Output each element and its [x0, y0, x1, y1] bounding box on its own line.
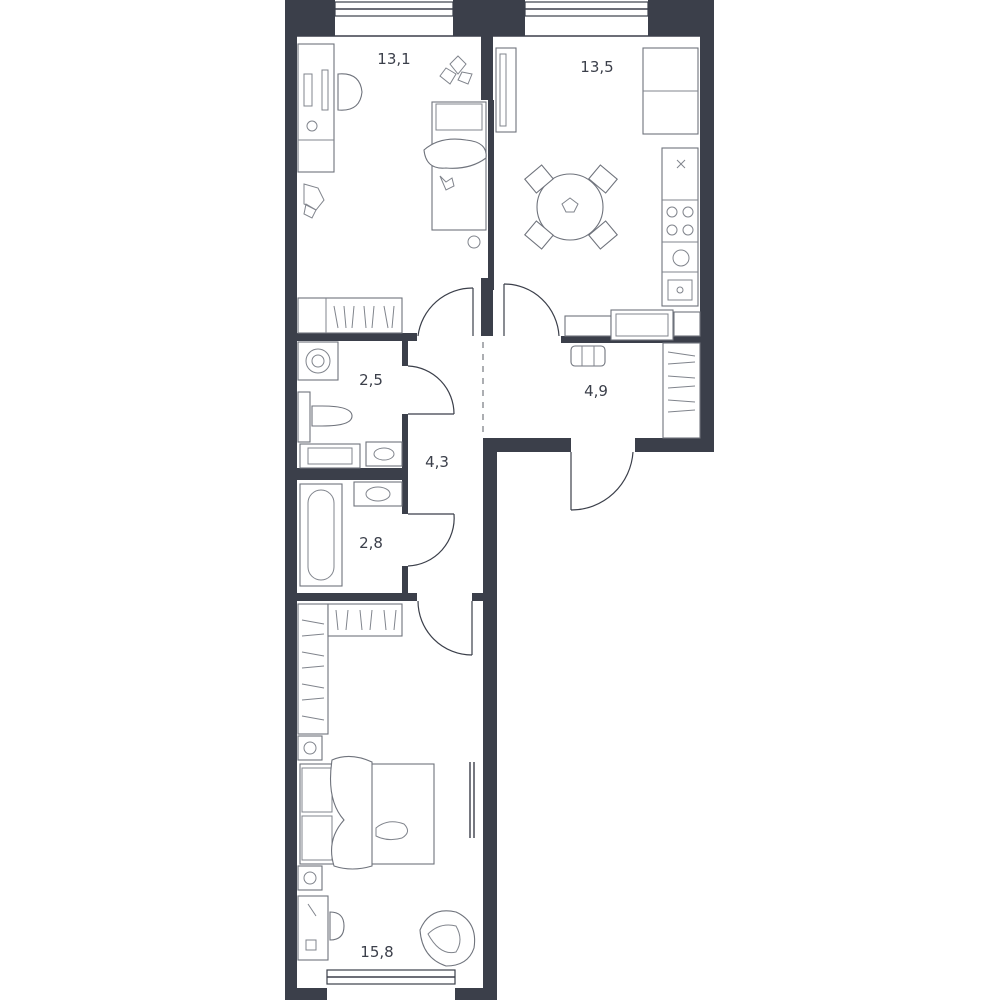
- bathroom-furniture: [299, 481, 403, 587]
- cooktop-icon: [666, 206, 694, 236]
- doors: [407, 283, 634, 656]
- room-area-bedroom-2: 15,8: [360, 943, 393, 961]
- dining-chairs: [524, 164, 618, 250]
- plant-icon: [439, 55, 473, 85]
- wc-furniture: [297, 341, 403, 469]
- entry-furniture: [570, 342, 701, 439]
- wardrobe-hangers: [301, 609, 397, 721]
- room-area-entry: 4,9: [584, 382, 608, 400]
- bedroom-1-furniture: [297, 43, 487, 334]
- entry-hangers: [667, 351, 696, 413]
- room-area-bedroom-1: 13,1: [377, 50, 410, 68]
- hangers: [333, 305, 395, 329]
- kitchen-furniture: [495, 47, 701, 341]
- bedroom-2-furniture: [297, 603, 476, 967]
- room-area-bathroom: 2,8: [359, 534, 383, 552]
- room-area-kitchen-living: 13,5: [580, 58, 613, 76]
- room-area-hall: 4,3: [425, 453, 449, 471]
- room-area-toilet: 2,5: [359, 371, 383, 389]
- windows: [297, 1, 700, 985]
- room-labels: 13,1 13,5 2,5 4,3 4,9 2,8 15,8: [359, 50, 614, 961]
